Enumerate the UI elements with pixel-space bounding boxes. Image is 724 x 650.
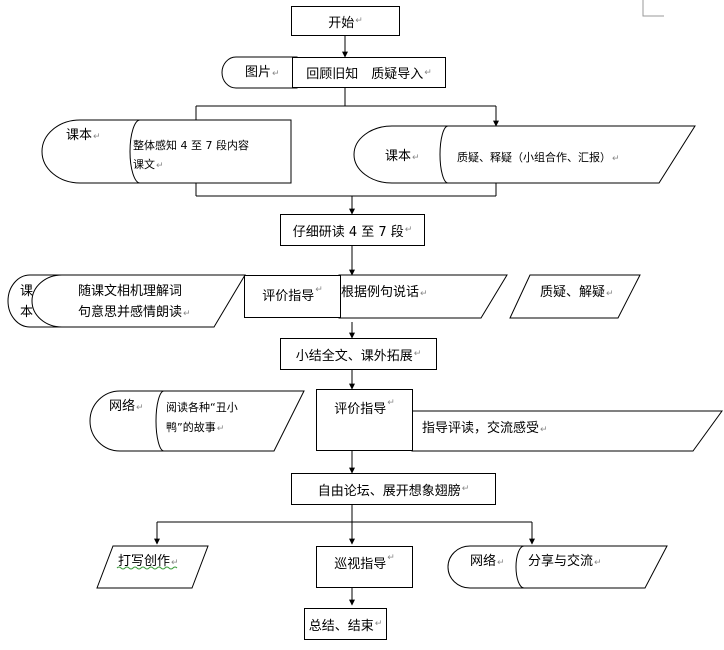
branch1-right-media-shape [353,125,449,184]
branch1-left-line2: 课文↵ [133,158,164,171]
branch2-speak-label: 根据例句说话↵ [341,285,428,300]
review-box: 回顾旧知 质疑导入↵ [292,57,446,88]
end-label: 总结、结束 [308,618,374,634]
spellcheck-underline [116,566,178,570]
branch4-share-label: 分享与交流↵ [528,554,602,569]
detail-read-label: 仔细研读 4 至 7 段 [292,224,404,240]
branch3-media-shape [89,390,165,452]
branch2-guide-label: 评价指导 [262,289,315,304]
branch4-media-shape [447,545,525,589]
branch3-guide-box: 评价指导↵ [316,389,413,451]
branch2-question-shape [509,274,641,319]
branch4-write-label: 打写创作↵ [118,554,179,569]
branch3-guide-label: 评价指导 [334,402,387,417]
branch1-left-media-label: 课本↵ [66,128,101,143]
forum-box: 自由论坛、展开想象翅膀↵ [291,473,496,505]
branch3-media-label: 网络↵ [109,399,144,414]
branch3-read-line2: 鸭”的故事↵ [166,421,225,434]
start-box: 开始↵ [291,6,400,36]
branch4-patrol-box: 巡视指导↵ [316,546,413,588]
branch3-share-label: 指导评读，交流感受↵ [422,421,548,436]
return-mark: ↵ [355,16,363,26]
forum-label: 自由论坛、展开想象翅膀 [317,483,461,499]
branch1-left-content-shape [129,119,292,184]
detail-read-box: 仔细研读 4 至 7 段↵ [280,214,425,246]
branch2-understand-line1: 随课文相机理解词 [78,284,183,299]
branch4-share-shape [515,545,668,589]
end-box: 总结、结束↵ [304,608,387,640]
review-label: 回顾旧知 质疑导入 [306,67,424,82]
review-media-label: 图片↵ [245,65,280,80]
page-corner-mark [642,0,664,17]
branch3-read-line1: 阅读各种“丑小 [166,401,238,414]
branch2-media-line2: 本 [20,305,34,320]
branch2-guide-box: 评价指导↵ [244,275,341,318]
branch2-understand-shape [31,274,246,328]
start-label: 开始 [328,15,355,31]
summary-label: 小结全文、课外拓展 [295,348,413,364]
branch3-read-shape [155,390,305,452]
branch2-question-label: 质疑、解疑↵ [540,285,614,300]
branch1-left-line1: 整体感知 4 至 7 段内容 [133,139,249,152]
branch1-left-media-shape [41,119,141,184]
branch1-right-label: 质疑、释疑（小组合作、汇报）↵ [457,151,620,164]
review-media-shape [221,56,298,89]
summary-box: 小结全文、课外拓展↵ [280,338,437,370]
branch2-understand-line2: 句意思并感情朗读↵ [78,305,191,320]
branch2-media-line1: 课 [20,284,34,299]
branch1-right-media-label: 课本↵ [385,149,420,164]
branch4-media-label: 网络↵ [470,554,505,569]
branch1-right-content-shape [439,125,696,184]
branch4-patrol-label: 巡视指导 [334,557,387,572]
